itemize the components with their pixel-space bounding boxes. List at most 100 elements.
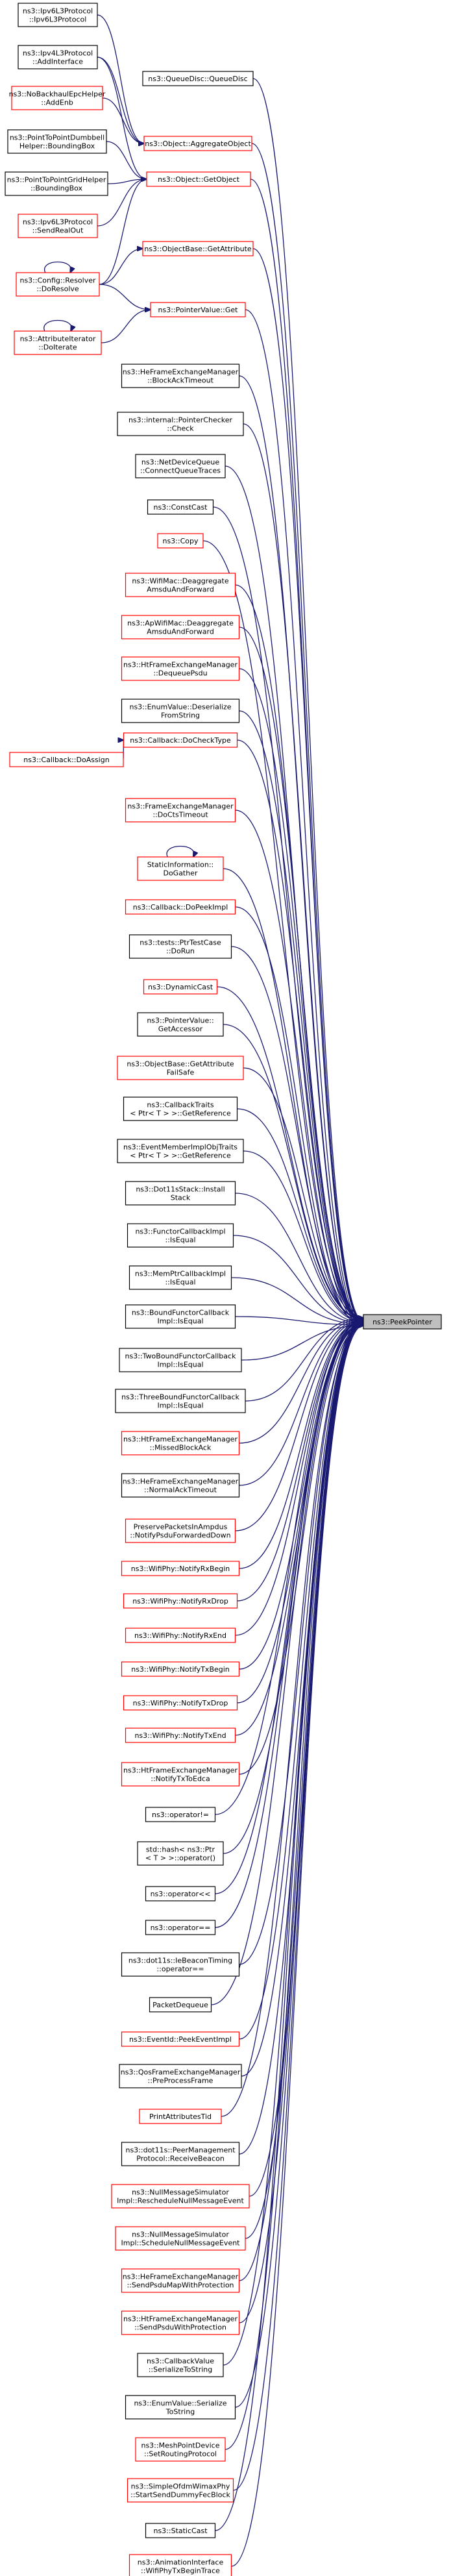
- edge-twobound-to-peek: [241, 1326, 363, 1361]
- node-httxtoedca[interactable]: ns3::HtFrameExchangeManager::NotifyTxToE…: [121, 1762, 240, 1787]
- node-rxend[interactable]: ns3::WifiPhy::NotifyRxEnd: [125, 1628, 236, 1643]
- node-cbtraits[interactable]: ns3::CallbackTraits< Ptr< T > >::GetRefe…: [123, 1096, 238, 1121]
- node-netdevq[interactable]: ns3::NetDeviceQueue::ConnectQueueTraces: [135, 454, 226, 478]
- node-box: [143, 979, 218, 995]
- node-ipv6l3proto[interactable]: ns3::Ipv6L3Protocol::Ipv6L3Protocol: [18, 3, 98, 27]
- node-doassign[interactable]: ns3::Callback::DoAssign: [9, 752, 124, 767]
- node-fedocts[interactable]: ns3::FrameExchangeManager::DoCtsTimeout: [125, 798, 236, 823]
- node-getobject[interactable]: ns3::Object::GetObject: [146, 171, 251, 187]
- node-htsendpsdu[interactable]: ns3::HtFrameExchangeManager::SendPsduWit…: [121, 2310, 240, 2335]
- node-label: Helper::BoundingBox: [19, 142, 95, 151]
- node-label: ns3::SimpleOfdmWimaxPhy: [131, 2483, 230, 2491]
- node-hesendmap[interactable]: ns3::HeFrameExchangeManager::SendPsduMap…: [121, 2268, 240, 2293]
- node-dot11sbeacon[interactable]: ns3::dot11s::IeBeaconTiming::operator==: [121, 1952, 240, 1977]
- node-rxbegin[interactable]: ns3::WifiPhy::NotifyRxBegin: [121, 1561, 240, 1576]
- node-attriter[interactable]: ns3::AttributeIterator::DoIterate: [14, 330, 102, 355]
- node-p2pgrid[interactable]: ns3::PointToPointGridHelper::BoundingBox: [5, 171, 108, 196]
- node-pktdequeue[interactable]: PacketDequeue: [149, 1997, 212, 2012]
- node-qospre[interactable]: ns3::QosFrameExchangeManager::PreProcess…: [119, 2064, 242, 2088]
- node-box: [125, 2395, 236, 2420]
- node-ipv6send[interactable]: ns3::Ipv6L3Protocol::SendRealOut: [18, 214, 98, 238]
- node-txend[interactable]: ns3::WifiPhy::NotifyTxEnd: [125, 1728, 236, 1743]
- node-printattr[interactable]: PrintAttributesTid: [139, 2109, 222, 2124]
- node-box: [145, 2523, 216, 2538]
- node-oplt[interactable]: ns3::operator<<: [145, 1886, 216, 1901]
- node-ipv4l3add[interactable]: ns3::Ipv4L3Protocol::AddInterface: [18, 45, 98, 69]
- node-opeq[interactable]: ns3::operator==: [145, 1920, 216, 1935]
- node-docheck[interactable]: ns3::Callback::DoCheckType: [123, 732, 238, 748]
- edge-ptrtestrun-to-peek: [231, 946, 364, 1318]
- node-rxdrop[interactable]: ns3::WifiPhy::NotifyRxDrop: [123, 1593, 238, 1609]
- node-label: ns3::HtFrameExchangeManager: [123, 2315, 238, 2323]
- edge-txbegin-to-peek: [239, 1323, 364, 1670]
- node-staticcast[interactable]: ns3::StaticCast: [145, 2523, 216, 2538]
- node-cbserialize[interactable]: ns3::CallbackValue::SerializeToString: [137, 2353, 224, 2377]
- node-label: ns3::WifiPhy::NotifyRxBegin: [131, 1565, 230, 1573]
- node-box: [18, 3, 98, 27]
- node-apwifideagg[interactable]: ns3::ApWifiMac::DeaggregateAmsduAndForwa…: [121, 615, 240, 639]
- node-threebound[interactable]: ns3::ThreeBoundFunctorCallbackImpl::IsEq…: [115, 1389, 246, 1413]
- node-box: [125, 1628, 236, 1643]
- node-opneq[interactable]: ns3::operator!=: [145, 1807, 216, 1822]
- node-htmissed[interactable]: ns3::HtFrameExchangeManager::MissedBlock…: [121, 1431, 240, 1455]
- node-label: ns3::WifiPhy::NotifyTxEnd: [134, 1731, 226, 1740]
- node-label: ToString: [165, 2408, 195, 2416]
- node-henormal[interactable]: ns3::HeFrameExchangeManager::NormalAckTi…: [121, 1473, 240, 1498]
- node-aggregate[interactable]: ns3::Object::AggregateObject: [143, 136, 252, 151]
- node-preservepkts[interactable]: PreservePacketsInAmpdus::NotifyPsduForwa…: [125, 1518, 236, 1543]
- node-evmember[interactable]: ns3::EventMemberImplObjTraits< Ptr< T > …: [117, 1139, 244, 1163]
- node-animwifi[interactable]: ns3::AnimationInterface::WifiPhyTxBeginT…: [128, 2554, 232, 2576]
- node-label: std::hash< ns3::Ptr: [146, 1846, 215, 1854]
- node-simpleofdm[interactable]: ns3::SimpleOfdmWimaxPhy::StartSendDummyF…: [127, 2478, 234, 2503]
- node-peek[interactable]: ns3::PeekPointer: [363, 1314, 442, 1330]
- edge-ipv6send-to-getobject: [97, 179, 147, 227]
- node-txdrop[interactable]: ns3::WifiPhy::NotifyTxDrop: [123, 1695, 238, 1711]
- edge-eventpeek-to-peek: [239, 1322, 364, 2040]
- node-pvgetaccessor[interactable]: ns3::PointerValue::GetAccessor: [137, 1012, 224, 1037]
- node-meshsetrouting[interactable]: ns3::MeshPointDevice::SetRoutingProtocol: [135, 2437, 226, 2462]
- node-nullresched[interactable]: ns3::NullMessageSimulatorImpl::Reschedul…: [111, 2184, 250, 2209]
- node-getattribute[interactable]: ns3::ObjectBase::GetAttribute: [142, 241, 254, 256]
- node-label: ns3::Object::GetObject: [158, 175, 239, 184]
- node-box: [125, 798, 236, 823]
- node-peermgmt[interactable]: ns3::dot11s::PeerManagementProtocol::Rec…: [121, 2142, 240, 2166]
- node-enumserialize[interactable]: ns3::EnumValue::SerializeToString: [125, 2395, 236, 2420]
- node-ptrcheck[interactable]: ns3::internal::PointerChecker::Check: [117, 412, 244, 436]
- node-nobackhaul[interactable]: ns3::NoBackhaulEpcHelper::AddEnb: [9, 86, 106, 110]
- node-heblockack[interactable]: ns3::HeFrameExchangeManager::BlockAckTim…: [121, 364, 240, 388]
- node-functorequal[interactable]: ns3::FunctorCallbackImpl::IsEqual: [127, 1223, 234, 1248]
- node-stdhash[interactable]: std::hash< ns3::Ptr< T > >::operator(): [137, 1841, 224, 1866]
- node-queuedisc[interactable]: ns3::QueueDisc::QueueDisc: [142, 71, 254, 86]
- edge-functorequal-to-peek: [233, 1235, 364, 1323]
- node-txbegin[interactable]: ns3::WifiPhy::NotifyTxBegin: [121, 1661, 240, 1677]
- node-copy[interactable]: ns3::Copy: [157, 533, 204, 549]
- node-eventpeek[interactable]: ns3::EventId::PeekEventImpl: [121, 2031, 240, 2047]
- node-box: [135, 454, 226, 478]
- node-label: ns3::CallbackTraits: [147, 1101, 214, 1109]
- node-twobound[interactable]: ns3::TwoBoundFunctorCallbackImpl::IsEqua…: [119, 1348, 242, 1372]
- node-label: ns3::BoundFunctorCallback: [132, 1309, 230, 1317]
- node-p2pdumbbell[interactable]: ns3::PointToPointDumbbellHelper::Boundin…: [7, 129, 107, 154]
- node-staticinfo[interactable]: StaticInformation::DoGather: [137, 856, 224, 881]
- node-nullsched[interactable]: ns3::NullMessageSimulatorImpl::ScheduleN…: [115, 2226, 246, 2251]
- node-constcast[interactable]: ns3::ConstCast: [147, 499, 214, 515]
- node-pvget[interactable]: ns3::PointerValue::Get: [150, 302, 246, 317]
- node-resolver[interactable]: ns3::Config::Resolver::DoResolve: [16, 272, 100, 297]
- edge-getattribute-to-peek: [252, 248, 363, 1323]
- node-htdequeue[interactable]: ns3::HtFrameExchangeManager::DequeuePsdu: [121, 656, 240, 681]
- node-box: [117, 412, 244, 436]
- node-label: ns3::WifiMac::Deaggregate: [132, 577, 228, 586]
- node-dynamiccast[interactable]: ns3::DynamicCast: [143, 979, 218, 995]
- edge-pvget-to-peek: [245, 309, 363, 1324]
- node-label: ns3::PointToPointGridHelper: [7, 176, 106, 184]
- node-ptrtestrun[interactable]: ns3::tests::PtrTestCase::DoRun: [128, 934, 232, 959]
- edge-getobject-to-peek: [250, 179, 363, 1322]
- node-label: ns3::Dot11sStack::Install: [136, 1185, 225, 1194]
- node-dopeek[interactable]: ns3::Callback::DoPeekImpl: [125, 899, 236, 915]
- node-memptrequal[interactable]: ns3::MemPtrCallbackImpl::IsEqual: [128, 1265, 232, 1290]
